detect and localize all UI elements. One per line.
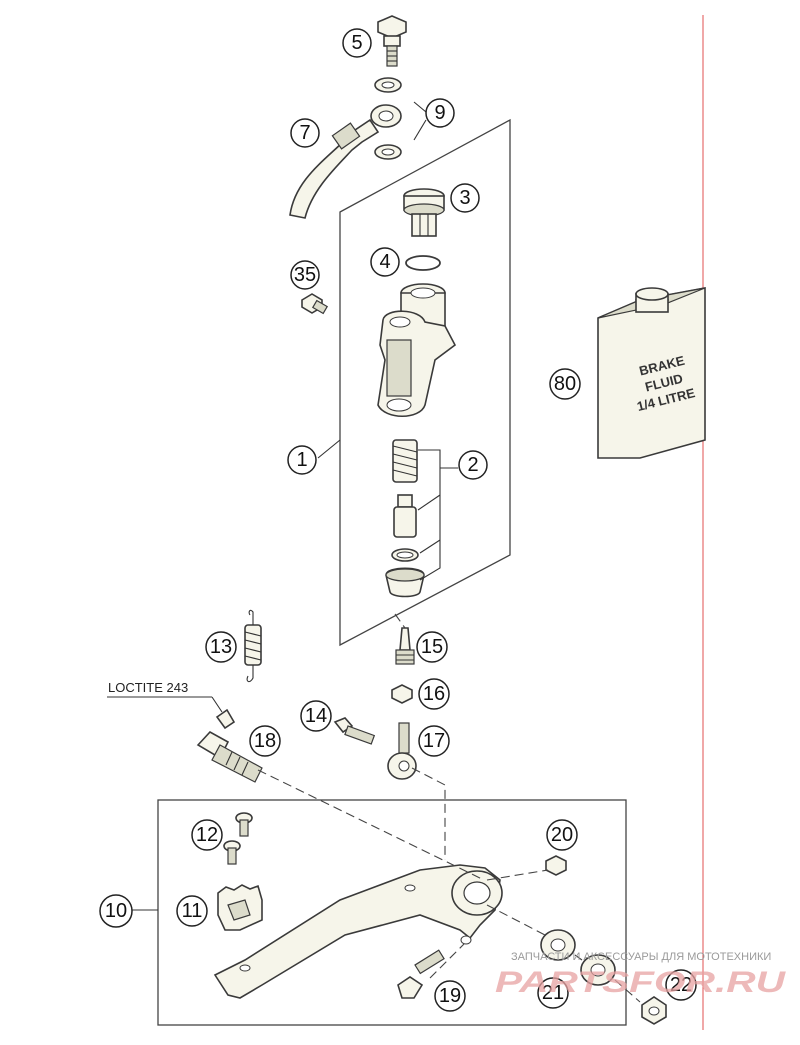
svg-text:80: 80 bbox=[554, 373, 576, 395]
svg-text:4: 4 bbox=[379, 251, 390, 273]
pedal-assembly-frame bbox=[157, 799, 627, 1026]
callout-16: 16 bbox=[418, 678, 450, 710]
svg-text:14: 14 bbox=[305, 705, 327, 727]
svg-text:18: 18 bbox=[254, 730, 276, 752]
callout-35: 35 bbox=[290, 260, 320, 290]
loctite-annotation: LOCTITE 243 bbox=[108, 680, 188, 695]
sealing-washers-part bbox=[374, 77, 402, 160]
callout-1: 1 bbox=[287, 445, 317, 475]
svg-text:22: 22 bbox=[670, 974, 692, 996]
callout-17: 17 bbox=[418, 725, 450, 757]
callout-13: 13 bbox=[205, 631, 237, 663]
return-spring-part bbox=[244, 609, 262, 683]
callout-20: 20 bbox=[546, 819, 578, 851]
callout-22: 22 bbox=[665, 969, 697, 1001]
callout-2: 2 bbox=[458, 450, 488, 480]
svg-text:35: 35 bbox=[294, 264, 316, 286]
svg-text:1: 1 bbox=[296, 449, 307, 471]
callout-11: 11 bbox=[176, 895, 208, 927]
screws-12-part bbox=[223, 812, 253, 865]
callout-18: 18 bbox=[249, 725, 281, 757]
svg-text:20: 20 bbox=[551, 824, 573, 846]
o-ring-part bbox=[405, 255, 441, 271]
callout-5: 5 bbox=[342, 28, 372, 58]
brake-pedal-lever-part bbox=[213, 864, 503, 999]
watermark-tagline: ЗАПЧАСТИ И АКСЕССУАРЫ ДЛЯ МОТОТЕХНИКИ bbox=[511, 951, 771, 963]
master-cylinder-frame bbox=[339, 118, 511, 647]
callout-14: 14 bbox=[300, 700, 332, 732]
callout-10: 10 bbox=[99, 894, 133, 928]
nut-16-part bbox=[391, 684, 413, 704]
watermark-brand: PARTSFOR.RU bbox=[495, 966, 787, 999]
callout-7: 7 bbox=[290, 118, 320, 148]
svg-text:15: 15 bbox=[421, 636, 443, 658]
pivot-bolt-part bbox=[196, 708, 263, 783]
nut-20-part bbox=[545, 855, 567, 876]
master-cylinder-body-part bbox=[377, 283, 457, 417]
push-rod-part bbox=[395, 627, 415, 665]
svg-text:5: 5 bbox=[351, 32, 362, 54]
callout-80: 80 bbox=[549, 368, 581, 400]
repair-kit-part bbox=[385, 439, 425, 598]
callout-4: 4 bbox=[370, 247, 400, 277]
svg-text:10: 10 bbox=[105, 900, 127, 922]
clevis-part bbox=[387, 722, 417, 780]
screw-35-part bbox=[301, 293, 329, 315]
brake-fluid-bottle: BRAKE FLUID 1/4 LITRE bbox=[597, 287, 706, 459]
callout-15: 15 bbox=[416, 631, 448, 663]
callout-9: 9 bbox=[425, 98, 455, 128]
reservoir-connector-part bbox=[403, 188, 445, 237]
svg-text:3: 3 bbox=[459, 187, 470, 209]
svg-text:17: 17 bbox=[423, 730, 445, 752]
screw-14-part bbox=[333, 717, 376, 745]
svg-text:21: 21 bbox=[542, 982, 564, 1004]
svg-text:7: 7 bbox=[299, 122, 310, 144]
svg-text:16: 16 bbox=[423, 683, 445, 705]
svg-text:19: 19 bbox=[439, 985, 461, 1007]
svg-text:9: 9 bbox=[434, 102, 445, 124]
banjo-bolt-part bbox=[377, 15, 407, 67]
bolt-19-part bbox=[397, 949, 445, 999]
callout-12: 12 bbox=[191, 819, 223, 851]
svg-text:13: 13 bbox=[210, 636, 232, 658]
callout-3: 3 bbox=[450, 183, 480, 213]
bearings-part bbox=[540, 929, 667, 1025]
svg-text:2: 2 bbox=[467, 454, 478, 476]
callout-19: 19 bbox=[434, 980, 466, 1012]
brake-hose-part bbox=[289, 104, 402, 219]
svg-text:12: 12 bbox=[196, 824, 218, 846]
svg-text:11: 11 bbox=[182, 900, 203, 922]
callout-21: 21 bbox=[537, 977, 569, 1009]
